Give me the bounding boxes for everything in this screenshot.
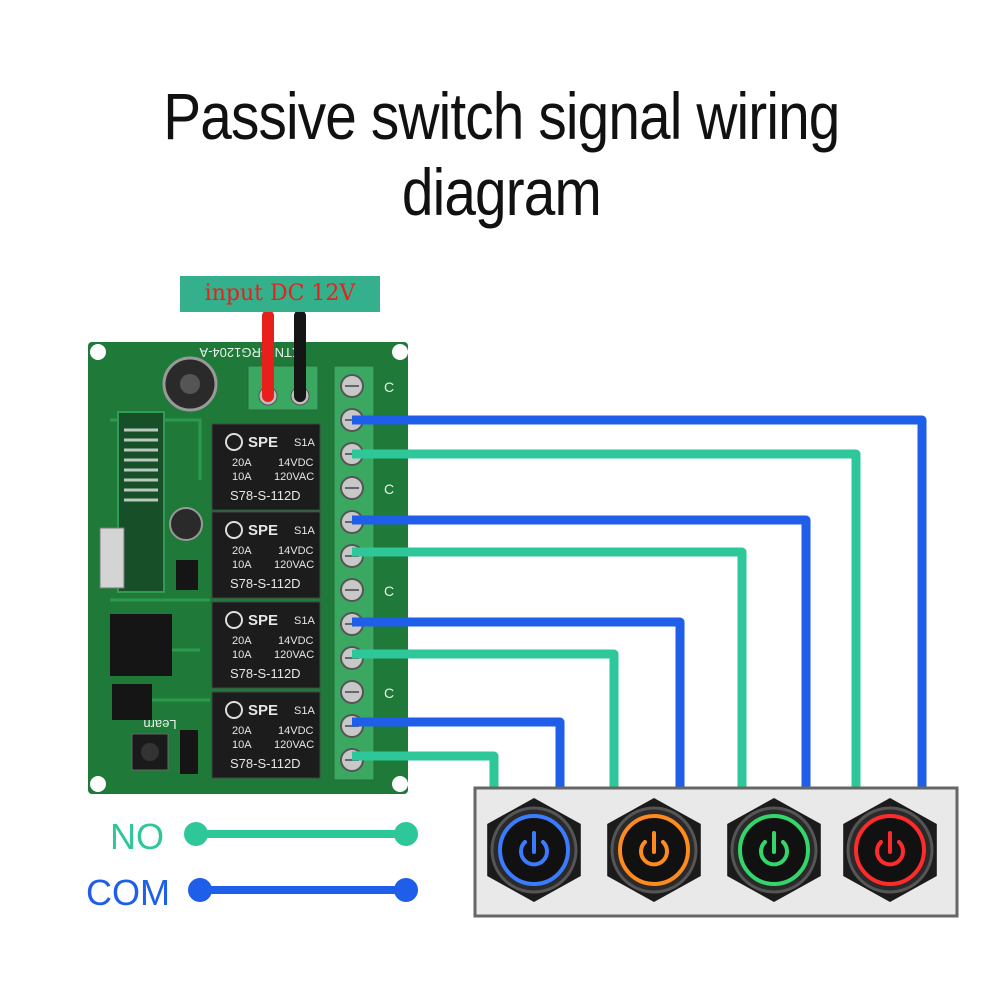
relay-text: S1A: [294, 615, 315, 627]
relay-text: SPE: [248, 434, 278, 451]
push-switch-blue: [487, 798, 581, 902]
no-wire: [352, 547, 747, 792]
relay-text: S1A: [294, 437, 315, 449]
relay-text: SPE: [248, 522, 278, 539]
relay-text: 20A: [232, 725, 252, 737]
relay-text: 120VAC: [274, 739, 314, 751]
rf-module: [117, 411, 165, 593]
relay: SPE S1A 20A 14VDC 10A 120VAC S78-S-112D: [211, 601, 321, 689]
relay-text: S78-S-112D: [230, 666, 301, 681]
relay-text: S78-S-112D: [230, 488, 301, 503]
relay-text: 120VAC: [274, 471, 314, 483]
signal-wires: [352, 415, 927, 792]
power-terminal: [247, 365, 319, 411]
relay-text: SPE: [248, 702, 278, 719]
relay: SPE S1A 20A 14VDC 10A 120VAC S78-S-112D: [211, 691, 321, 779]
board-model: KTNN-RG1204-A: [199, 345, 300, 360]
relay-text: 120VAC: [274, 559, 314, 571]
page-title: Passive switch signal wiring diagram: [163, 79, 840, 229]
relay-text: S78-S-112D: [230, 576, 301, 591]
no-wire: [352, 449, 861, 792]
relay-text: 20A: [232, 457, 252, 469]
switch-panel: [473, 786, 959, 918]
relay-text: 10A: [232, 739, 252, 751]
terminal-c-label: C: [384, 379, 394, 395]
power-icon: [519, 831, 549, 867]
relay-text: 14VDC: [278, 635, 314, 647]
relay-text: 14VDC: [278, 725, 314, 737]
terminal-c-label: C: [384, 481, 394, 497]
minus-sign: -: [296, 300, 305, 330]
relay-text: 14VDC: [278, 457, 314, 469]
power-icon: [875, 831, 905, 867]
relay-text: 10A: [232, 649, 252, 661]
relay-text: SPE: [248, 612, 278, 629]
capacitor-icon: [169, 507, 203, 541]
relay-text: 14VDC: [278, 545, 314, 557]
com-wire: [352, 717, 565, 792]
com-wire: [352, 415, 927, 792]
legend-com-label: COM: [86, 872, 170, 913]
terminal-c-label: C: [384, 685, 394, 701]
relay: SPE S1A 20A 14VDC 10A 120VAC S78-S-112D: [211, 423, 321, 511]
relay-text: S1A: [294, 525, 315, 537]
power-icon: [639, 831, 669, 867]
relay-text: 10A: [232, 559, 252, 571]
no-wire: [352, 751, 499, 792]
ic-chip: [112, 684, 152, 720]
power-wires: + -: [262, 300, 306, 402]
relay-text: S1A: [294, 705, 315, 717]
plus-sign: +: [262, 310, 275, 335]
no-wire: [352, 649, 619, 792]
push-switch-red: [843, 798, 937, 902]
com-wire: [352, 617, 685, 792]
ic-chip: [110, 614, 172, 676]
legend-no-label: NO: [110, 816, 164, 857]
relay: SPE S1A 20A 14VDC 10A 120VAC S78-S-112D: [211, 511, 321, 599]
terminal-c-label: C: [384, 583, 394, 599]
relay-text: 120VAC: [274, 649, 314, 661]
relay-text: 20A: [232, 545, 252, 557]
push-switch-orange: [607, 798, 701, 902]
legend: [184, 822, 418, 902]
relay-text: S78-S-112D: [230, 756, 301, 771]
power-icon: [759, 831, 789, 867]
input-dc-label: input DC 12V: [180, 276, 380, 312]
learn-label: Learn: [143, 717, 176, 732]
com-wire: [352, 515, 811, 792]
relay-text: 20A: [232, 635, 252, 647]
push-switch-green: [727, 798, 821, 902]
relay-text: 10A: [232, 471, 252, 483]
output-terminal-strip: [333, 365, 375, 781]
